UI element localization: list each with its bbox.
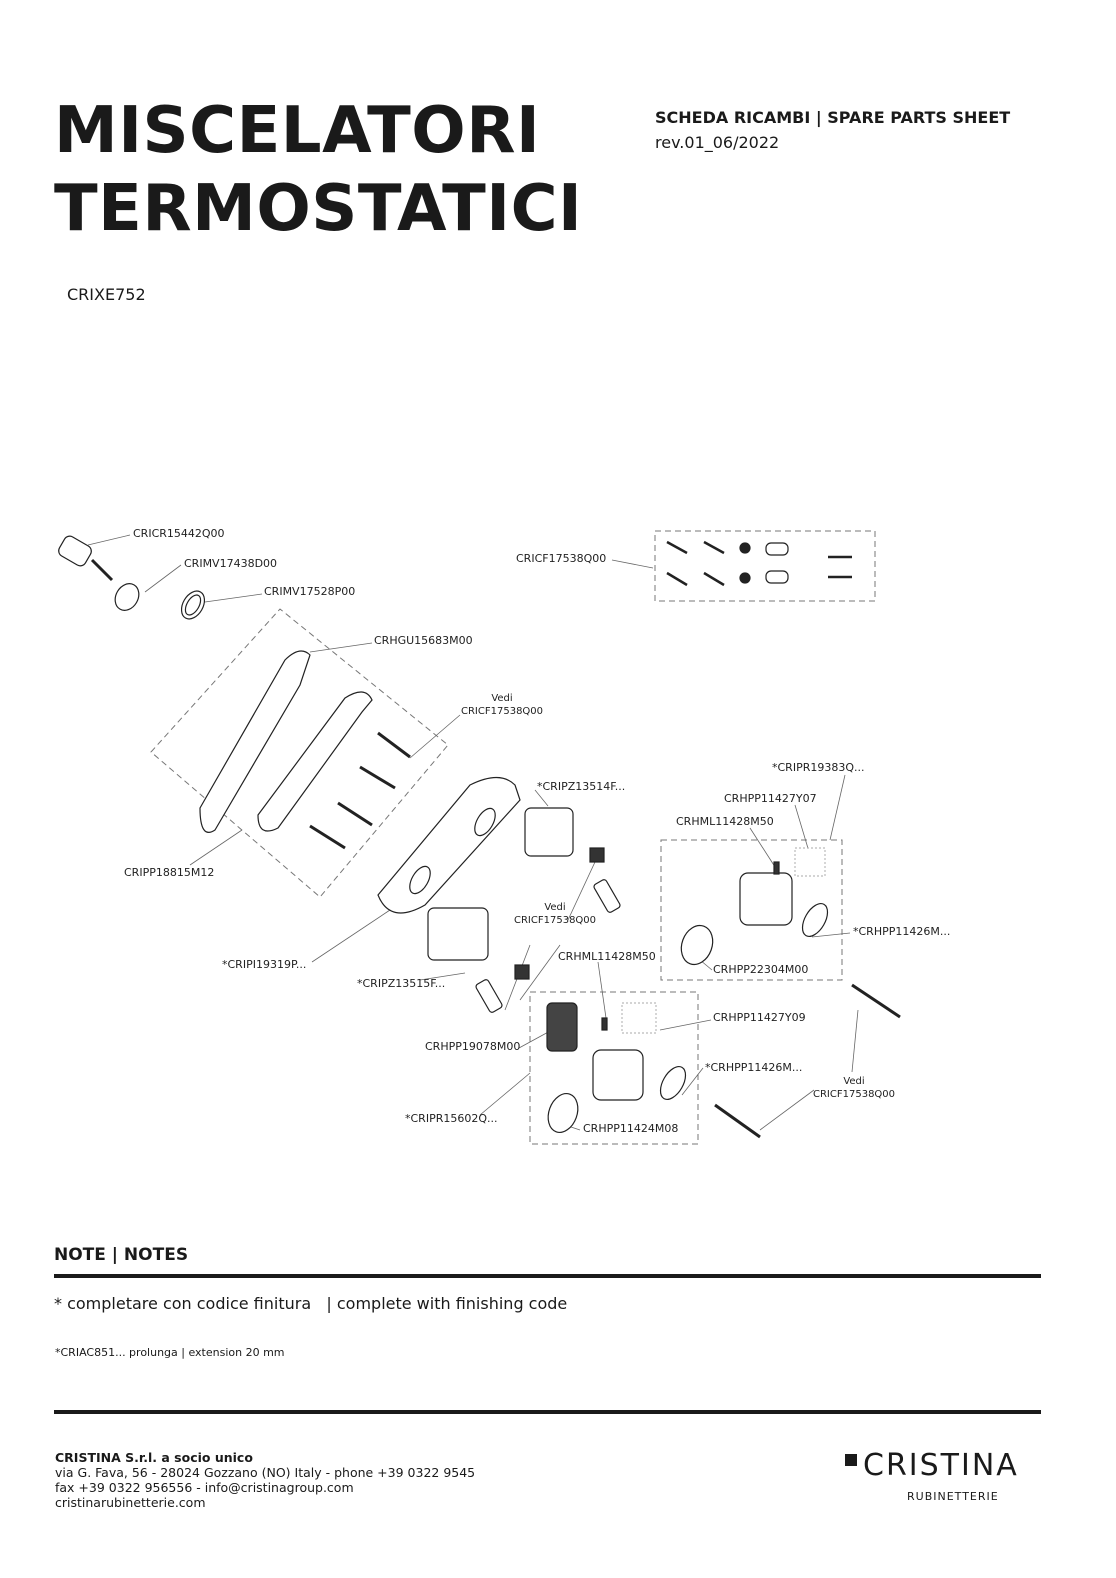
fax-email: fax +39 0322 956556 - info@cristinagroup… — [55, 1480, 354, 1495]
part-label: *CRIPI19319P... — [222, 958, 307, 971]
parts — [58, 535, 901, 1139]
part-label: *CRIPR15602Q... — [405, 1112, 498, 1125]
divider — [54, 1274, 1041, 1278]
logo-name: CRISTINA — [863, 1448, 1019, 1483]
notes-heading: NOTE | NOTES — [54, 1245, 189, 1265]
extension-note: *CRIAC851... prolunga | extension 20 mm — [55, 1346, 285, 1359]
part-label: CRHGU15683M00 — [374, 634, 473, 647]
divider — [54, 1410, 1041, 1414]
part-label: CRICR15442Q00 — [133, 527, 225, 540]
title-line-1: MISCELATORI — [54, 94, 541, 168]
part-label: CRIMV17528P00 — [264, 585, 356, 598]
part-label: *CRIPR19383Q... — [772, 761, 865, 774]
company-name: CRISTINA S.r.l. a socio unico — [55, 1450, 253, 1465]
part-label: CRIMV17438D00 — [184, 557, 278, 570]
part-label: *CRIPZ13515F... — [357, 977, 446, 990]
part-label: *CRIPZ13514F... — [537, 780, 626, 793]
website: cristinarubinetterie.com — [55, 1495, 206, 1510]
part-label: CRHPP11427Y07 — [724, 792, 817, 805]
part-label: CRHPP19078M00 — [425, 1040, 521, 1053]
address: via G. Fava, 56 - 28024 Gozzano (NO) Ita… — [55, 1465, 476, 1480]
part-label: CRHML11428M50 — [676, 815, 774, 828]
logo-square-icon — [845, 1454, 857, 1466]
part-label: *CRHPP11426M... — [853, 925, 951, 938]
sheet-label: SCHEDA RICAMBI | SPARE PARTS SHEET — [655, 108, 1011, 127]
model-code: CRIXE752 — [67, 285, 146, 304]
group-boxes — [150, 530, 876, 1145]
logo-sub: RUBINETTERIE — [907, 1490, 999, 1503]
part-label: CRHPP22304M00 — [713, 963, 809, 976]
part-label: CRICF17538Q00 — [516, 552, 607, 565]
part-label: CRIPP18815M12 — [124, 866, 215, 879]
title-line-2: TERMOSTATICI — [54, 172, 583, 246]
part-label: CRHML11428M50 — [558, 950, 656, 963]
part-label: CRHPP11424M08 — [583, 1122, 679, 1135]
part-label: CRHPP11427Y09 — [713, 1011, 806, 1024]
footer-contact: CRISTINA S.r.l. a socio unico via G. Fav… — [55, 1450, 475, 1510]
part-label: *CRHPP11426M... — [705, 1061, 803, 1074]
revision: rev.01_06/2022 — [655, 133, 780, 152]
finish-note: * completare con codice finitura | compl… — [54, 1294, 568, 1313]
